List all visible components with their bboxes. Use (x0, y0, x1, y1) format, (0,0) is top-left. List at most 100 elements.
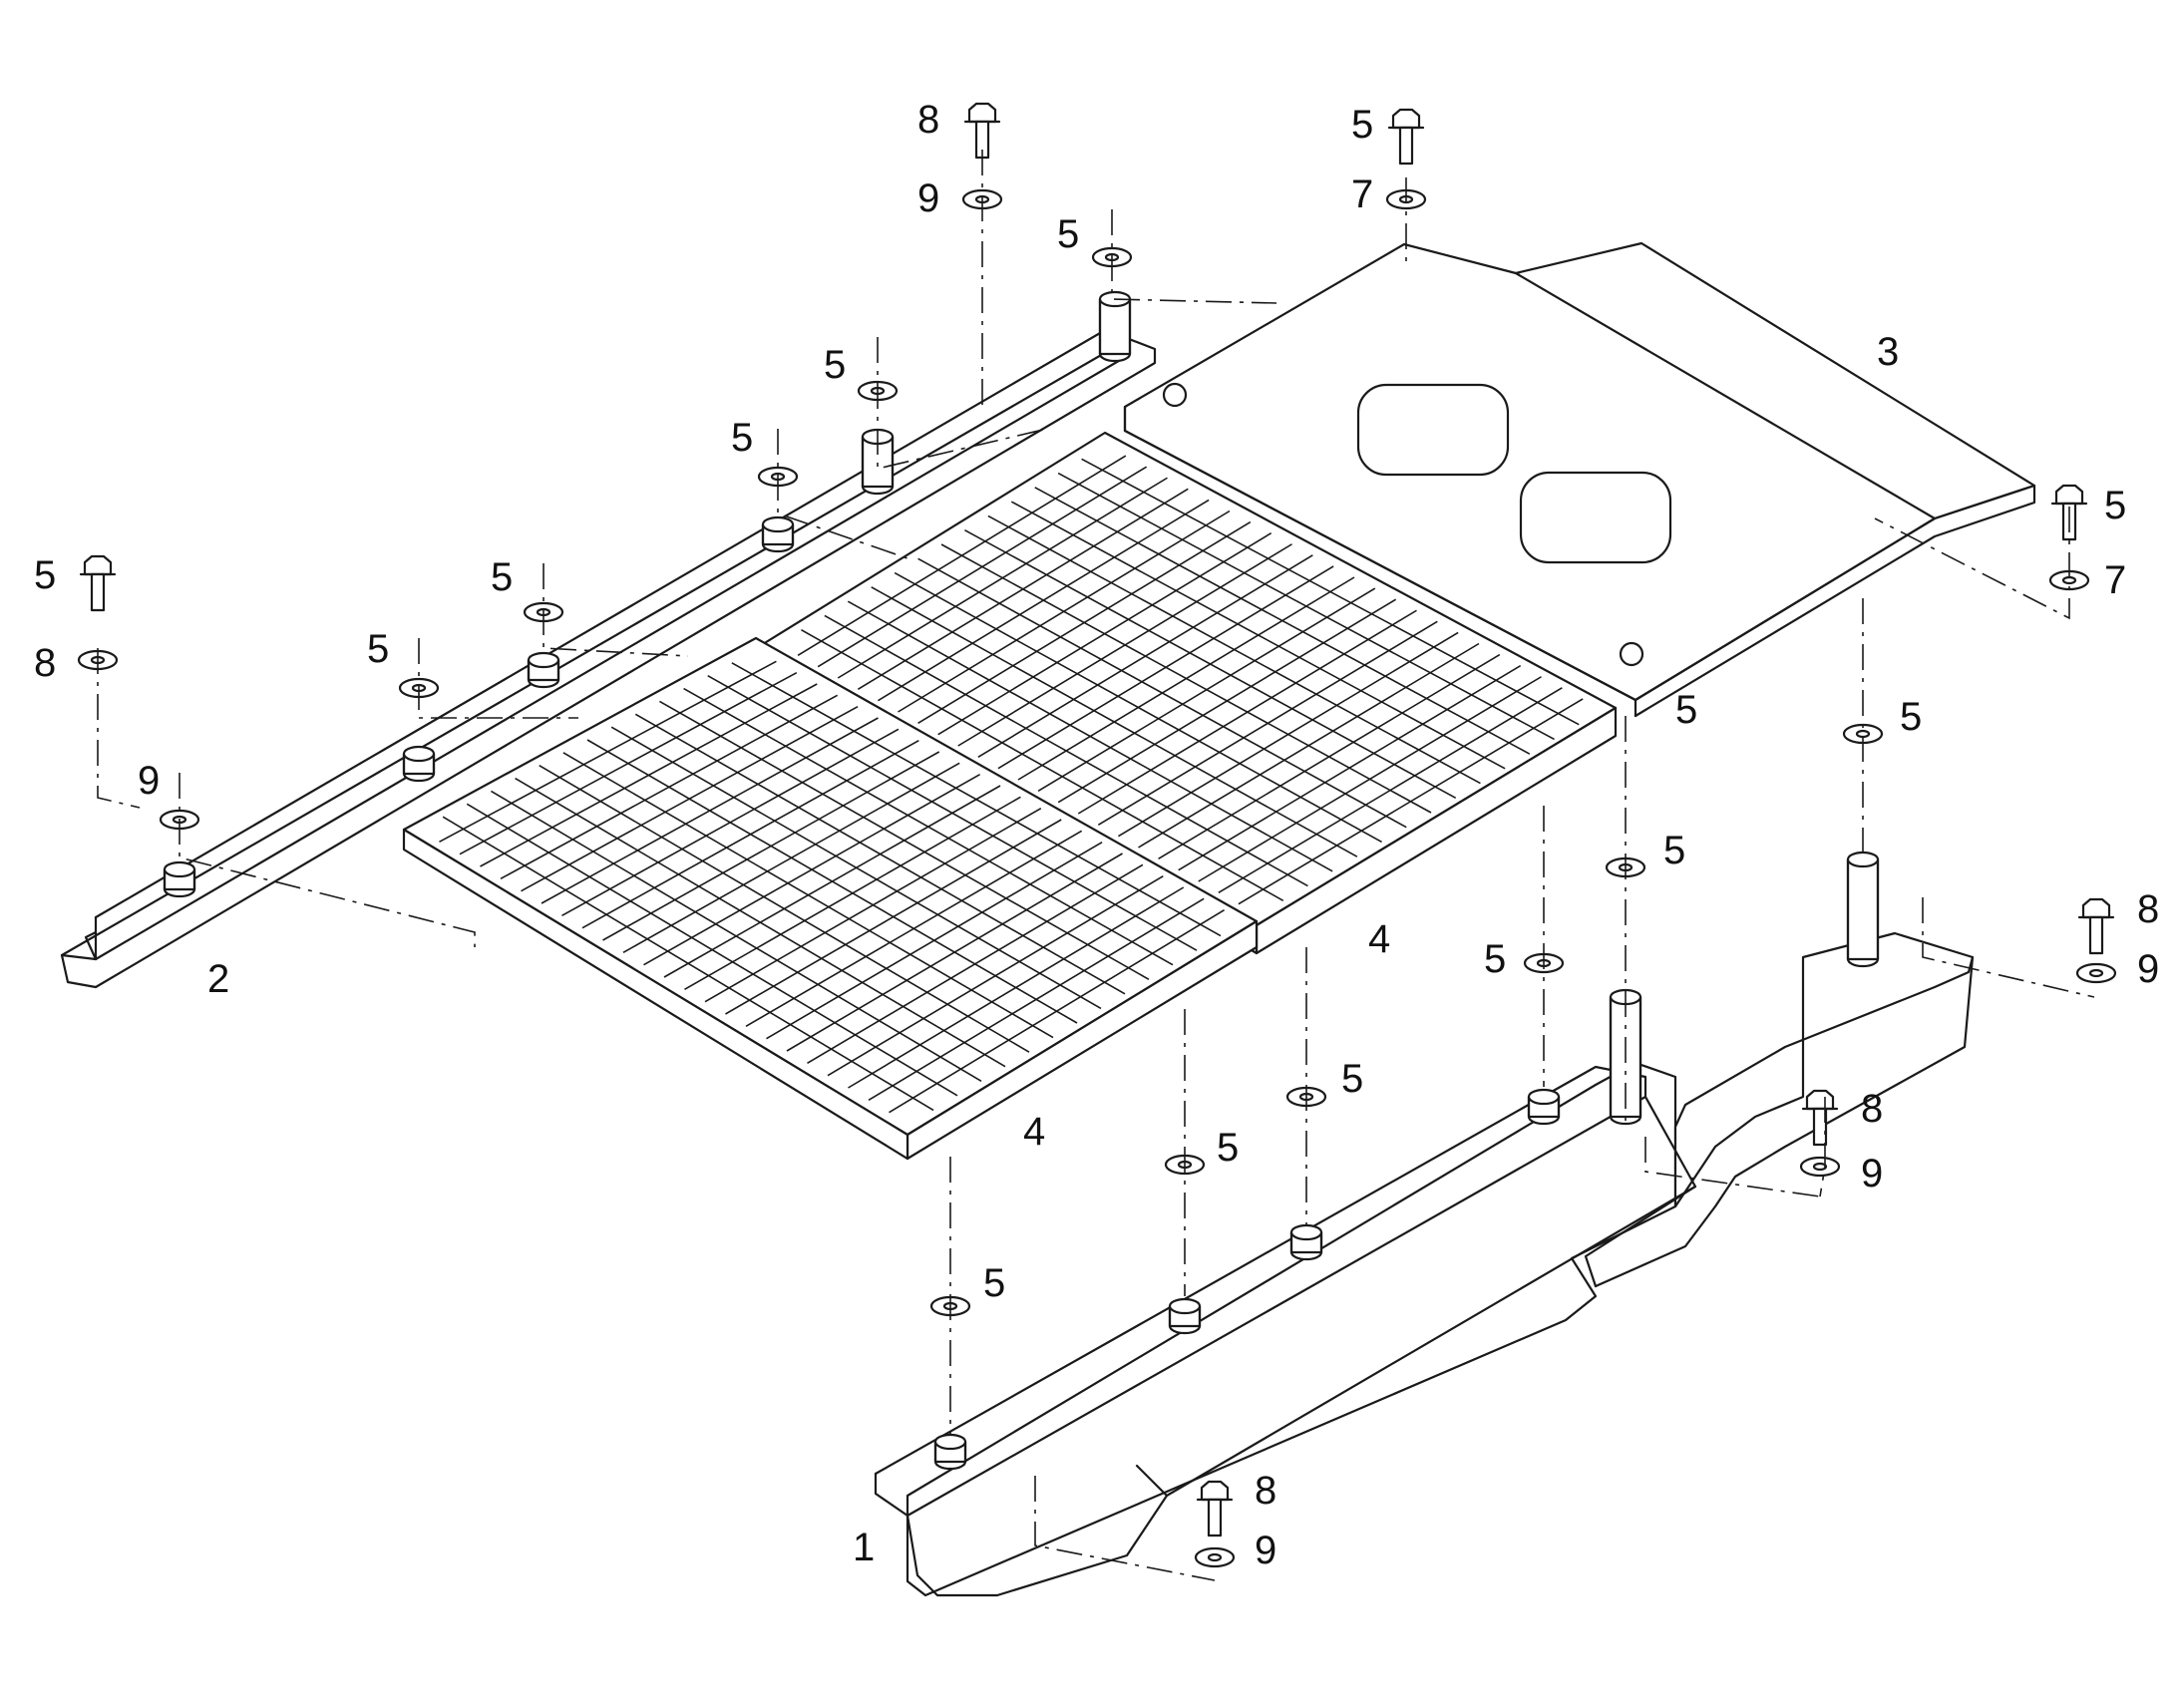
grating-bar (957, 543, 1292, 747)
grating-bar (817, 466, 1148, 668)
bolt-shank (1398, 126, 1414, 166)
bolt-head (83, 554, 113, 576)
bolt-shank (1207, 1498, 1223, 1537)
bolt-head (1200, 1480, 1230, 1502)
bolt-head (2081, 897, 2111, 919)
callout-label: 4 (1368, 917, 1390, 961)
grating-bar (1158, 653, 1501, 860)
grating-bar (827, 874, 1164, 1077)
standoffs (163, 290, 1880, 1471)
callout-label: 5 (367, 627, 389, 671)
grating-bar (857, 488, 1189, 691)
grating-bar (521, 705, 859, 892)
bolt-shank (1812, 1107, 1828, 1147)
grating-bar (997, 565, 1334, 770)
callout-label: 5 (731, 416, 753, 460)
callout-label: 9 (1861, 1152, 1883, 1196)
standoff-body (1098, 297, 1132, 356)
callout-label: 5 (1663, 829, 1685, 872)
callout-label: 4 (1023, 1110, 1045, 1154)
grating-bar (459, 671, 798, 855)
standoff-top (402, 745, 436, 763)
callout-label: 9 (138, 759, 160, 803)
callout-label: 5 (2104, 484, 2126, 527)
callout-label: 5 (1057, 212, 1079, 256)
washer (1799, 1156, 1841, 1178)
washer-hole (1812, 1162, 1828, 1172)
callout-labels: 8 9 5 5 5 5 5 5 8 9 5 7 3 5 7 5 5 4 8 9 … (34, 98, 2159, 1572)
grating-bar (898, 510, 1231, 713)
standoff-top (1527, 1088, 1561, 1106)
opening-1 (1356, 383, 1510, 477)
grating-bar (439, 660, 777, 844)
callout-label: 8 (917, 98, 939, 142)
grating-bar (977, 554, 1313, 759)
grating-bar (1238, 698, 1584, 905)
grating-left-grid (439, 660, 1225, 1114)
grating-bar (786, 853, 1123, 1052)
grating-bar (1218, 687, 1563, 894)
grating-bar (917, 520, 1252, 725)
grating-bar (1138, 642, 1480, 849)
callout-label: 5 (491, 555, 513, 599)
cover-plate (1123, 241, 2036, 718)
washer-hole (2088, 968, 2104, 978)
grating-bar (1198, 676, 1542, 882)
grating-bar (1178, 664, 1522, 871)
grating-bar (480, 683, 818, 867)
callout-label: 5 (1484, 937, 1506, 981)
grating-bar (725, 819, 1062, 1015)
grating-bar (704, 807, 1042, 1003)
callout-label: 5 (983, 1261, 1005, 1305)
callout-label: 5 (1675, 688, 1697, 732)
callout-label: 7 (1351, 172, 1373, 216)
grating-bar (1097, 620, 1438, 827)
grating-bar (1118, 631, 1459, 838)
callout-label: 5 (1217, 1126, 1239, 1170)
grating-bar (500, 694, 839, 880)
callout-label: 5 (1351, 103, 1373, 147)
washer (2075, 962, 2117, 984)
callout-label: 9 (2137, 947, 2159, 991)
callout-label: 5 (824, 343, 846, 387)
bolt-head (1391, 108, 1421, 130)
grating-bar (837, 477, 1168, 679)
callout-label: 7 (2104, 558, 2126, 602)
bolt-head (967, 102, 997, 124)
callout-label: 3 (1877, 330, 1899, 374)
grating-bar (561, 728, 900, 917)
callout-label: 8 (1861, 1087, 1883, 1131)
callout-label: 8 (2137, 887, 2159, 931)
standoff-body (1846, 857, 1880, 961)
callout-label: 5 (34, 553, 56, 597)
callout-label: 2 (207, 957, 229, 1001)
standoff-top (1168, 1297, 1202, 1315)
center-lines (97, 150, 2095, 1581)
standoff-top (1846, 851, 1880, 868)
grating-bar (848, 886, 1185, 1089)
opening-2 (1519, 471, 1672, 564)
grating-bar (1057, 598, 1397, 804)
callout-label: 9 (917, 176, 939, 220)
standoff-top (761, 515, 795, 533)
standoff-top (163, 860, 196, 878)
grating-bar (622, 762, 960, 954)
callout-label: 9 (1255, 1529, 1276, 1572)
callout-label: 8 (1255, 1469, 1276, 1513)
grating-bar (581, 739, 919, 929)
grating-bar (663, 785, 1001, 978)
grating-left (402, 636, 1259, 1161)
bolt-shank (90, 572, 106, 612)
grating-bar (602, 751, 940, 941)
callout-label: 5 (1900, 695, 1922, 739)
standoff-top (1289, 1223, 1323, 1241)
grating-bar (1017, 576, 1355, 781)
washer (1194, 1546, 1236, 1568)
bolt-shank (2088, 915, 2104, 955)
grating-bar (807, 863, 1144, 1065)
standoff-top (527, 651, 560, 669)
grating-bar (937, 531, 1272, 736)
washer-hole (1207, 1552, 1223, 1562)
